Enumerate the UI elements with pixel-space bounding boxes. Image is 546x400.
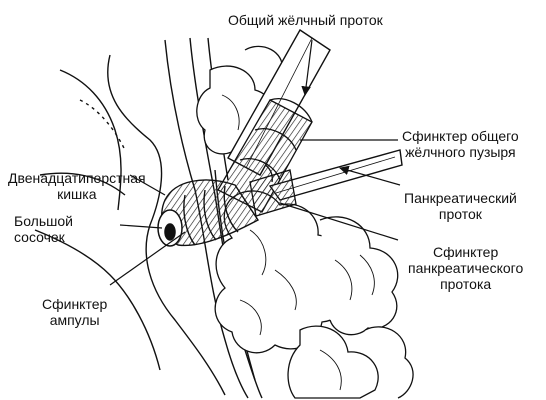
leader-duodenum: [129, 174, 166, 196]
label-common-bile-duct: Общий жёлчный проток: [228, 12, 383, 28]
leader-ampulla: [109, 231, 186, 286]
ampulla-sphincter: [161, 179, 260, 247]
leader-pancreatic-sphincter: [279, 202, 399, 241]
label-ampulla-sphincter: Сфинктер ампулы: [42, 296, 108, 328]
label-major-papilla: Большой сосочек: [14, 213, 73, 245]
lobule-texture: [221, 94, 375, 391]
label-duodenum: Двенадцатиперстная кишка: [8, 170, 146, 202]
label-pancreatic-sphincter: Сфинктер панкреатического протока: [408, 244, 524, 292]
label-pancreatic-duct: Панкреатический проток: [404, 190, 517, 222]
major-papilla: [157, 209, 183, 247]
leader-pancreatic-duct: [339, 165, 401, 186]
label-common-bile-sphincter: Сфинктер общего жёлчного пузыря: [402, 128, 519, 160]
leader-papilla: [119, 224, 163, 229]
leader-lines: [109, 39, 401, 286]
leader-common-bile-duct: [301, 39, 313, 96]
